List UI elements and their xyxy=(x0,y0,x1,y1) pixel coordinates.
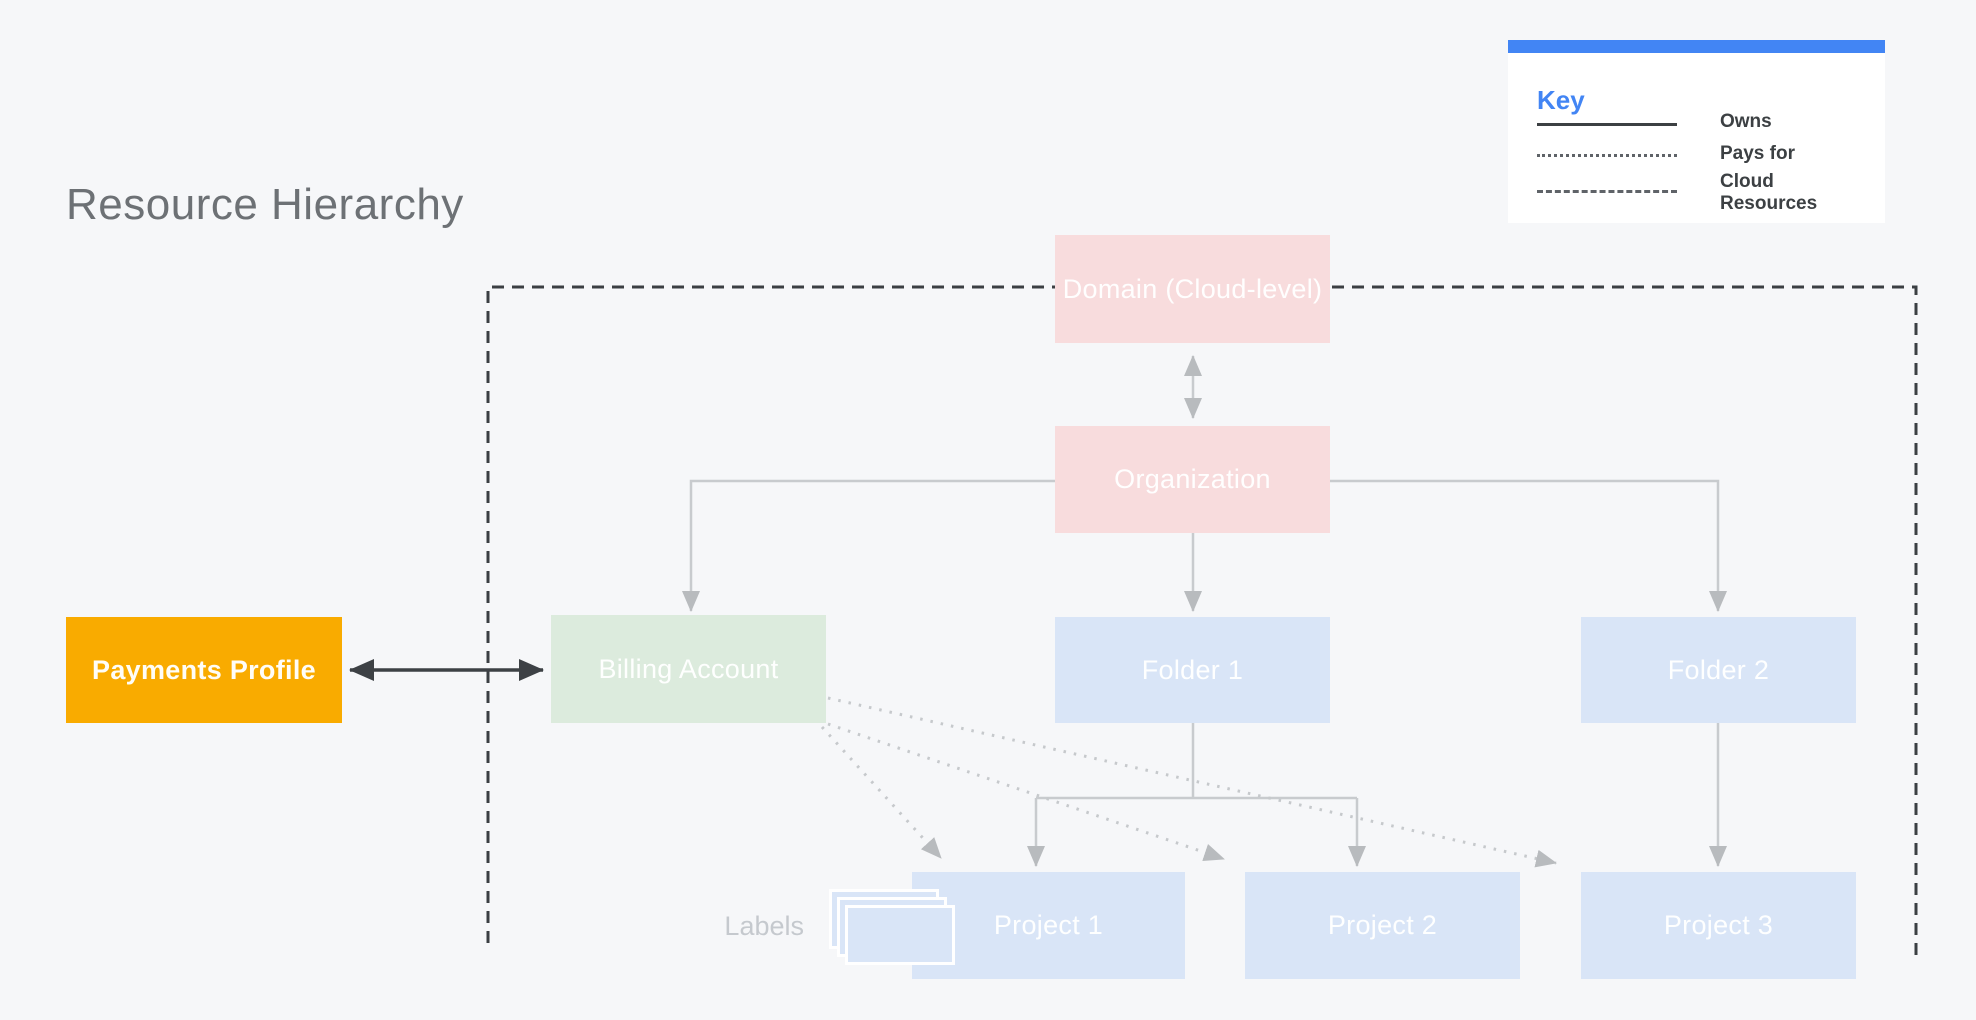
node-folder-2-label: Folder 2 xyxy=(1667,654,1770,685)
folder1-elbow xyxy=(1036,723,1357,800)
node-billing-account-label: Billing Account xyxy=(598,653,779,684)
node-billing-account: Billing Account xyxy=(551,615,826,723)
owns-connectors xyxy=(682,355,1727,867)
labels-cards-icon xyxy=(829,889,959,969)
legend-key-box: Key Owns Pays for Cloud Resources xyxy=(1508,40,1885,223)
billing-project2-dotted xyxy=(827,722,1225,862)
billing-project1-dotted xyxy=(820,725,943,860)
node-project-3-label: Project 3 xyxy=(1663,910,1774,940)
pays-for-line-sample xyxy=(1537,154,1677,157)
node-domain: Domain (Cloud-level) xyxy=(1055,235,1330,343)
owns-label: Owns xyxy=(1720,111,1772,132)
node-folder-1-label: Folder 1 xyxy=(1141,654,1244,685)
node-folder-1: Folder 1 xyxy=(1055,617,1330,723)
legend-accent-bar xyxy=(1508,40,1885,53)
node-folder-2: Folder 2 xyxy=(1581,617,1856,723)
label-card-front xyxy=(845,905,955,965)
node-organization-label: Organization xyxy=(1114,464,1271,494)
node-project-1: Project 1 xyxy=(912,872,1185,979)
cloud-resources-line-sample xyxy=(1537,190,1677,193)
node-project-3: Project 3 xyxy=(1581,872,1856,979)
pays-for-label: Pays for xyxy=(1720,143,1795,164)
organization-billing-connector xyxy=(682,479,1055,612)
node-payments-profile: Payments Profile xyxy=(66,617,342,723)
node-payments-profile-label: Payments Profile xyxy=(92,654,316,685)
pays-for-connectors xyxy=(820,696,1557,868)
node-domain-label: Domain (Cloud-level) xyxy=(1062,273,1323,304)
owns-line-sample xyxy=(1537,123,1677,126)
node-organization: Organization xyxy=(1055,426,1330,533)
node-project-2: Project 2 xyxy=(1245,872,1520,979)
node-project-1-label: Project 1 xyxy=(993,910,1104,940)
labels-caption: Labels xyxy=(724,911,804,941)
page-title: Resource Hierarchy xyxy=(66,180,464,229)
node-project-2-label: Project 2 xyxy=(1327,910,1438,940)
organization-folder2-connector xyxy=(1330,479,1727,612)
legend-title: Key xyxy=(1537,85,1585,115)
cloud-resources-label: Cloud Resources xyxy=(1720,171,1818,214)
